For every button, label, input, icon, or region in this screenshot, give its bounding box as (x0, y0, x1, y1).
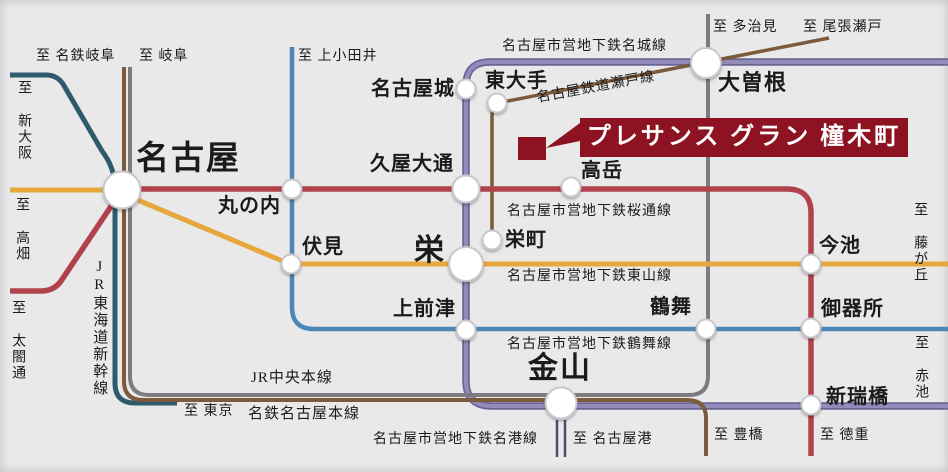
line-label-meitetsu-main: 名鉄名古屋本線 (248, 406, 361, 422)
dest-label-owari-seto: 至 尾張瀬戸 (803, 20, 883, 35)
station-label-higashiote: 東大手 (485, 70, 548, 92)
station-label-ozone: 大曽根 (718, 70, 788, 95)
line-tokaido-shinkansen (10, 72, 177, 406)
station-node-nagoya (102, 170, 142, 210)
line-label-meijo: 名古屋市営地下鉄名城線 (502, 39, 667, 54)
station-label-kamimaezu: 上前津 (393, 298, 456, 320)
dest-label-fujigaoka: 至 藤が丘 (912, 202, 928, 283)
station-nodes (102, 47, 822, 420)
dest-label-tokushige: 至 徳重 (820, 428, 870, 443)
property-marker-icon (518, 137, 546, 160)
station-node-sakae (448, 246, 484, 282)
dest-label-toyohashi: 至 豊橋 (714, 428, 764, 443)
dest-label-nagoyako: 至 名古屋港 (573, 432, 653, 447)
station-label-marunouchi: 丸の内 (218, 195, 281, 217)
station-node-higashiote (486, 92, 508, 114)
line-label-sakuradori: 名古屋市営地下鉄桜通線 (507, 204, 672, 219)
station-node-fushimi (280, 253, 302, 275)
station-node-sakaemachi (481, 229, 503, 251)
line-label-meiko: 名古屋市営地下鉄名港線 (373, 432, 538, 447)
station-node-imaike (800, 253, 822, 275)
station-node-kanayama (544, 386, 578, 420)
property-marker-pointer (546, 123, 580, 148)
dest-label-shin-osaka: 至 新大阪 (16, 80, 32, 161)
line-tsurumai (289, 47, 948, 332)
station-node-aratamabashi (800, 394, 822, 416)
line-jr-chuo-tokaido (128, 14, 710, 397)
dest-label-kamiotai: 至 上小田井 (298, 49, 378, 64)
property-name-banner: プレサンス グラン 橦木町 (580, 118, 908, 157)
station-label-nagoyajo: 名古屋城 (371, 78, 455, 100)
station-node-ozone (690, 47, 722, 79)
line-label-higashiyama: 名古屋市営地下鉄東山線 (507, 269, 672, 284)
station-label-aratamabashi: 新瑞橋 (826, 386, 889, 408)
station-label-imaike: 今池 (819, 235, 861, 257)
station-label-nagoya: 名古屋 (136, 141, 241, 177)
station-label-fushimi: 伏見 (302, 236, 344, 258)
station-node-tsurumai (695, 318, 717, 340)
dest-label-meitetsu-gifu: 至 名鉄岐阜 (36, 49, 116, 64)
dest-label-gifu: 至 岐阜 (139, 49, 189, 64)
station-label-gokiso: 御器所 (821, 298, 884, 320)
dest-label-taikodori: 至 太閤通 (10, 300, 26, 381)
line-label-tsurumai: 名古屋市営地下鉄鶴舞線 (507, 337, 672, 352)
dest-label-tokyo: 至 東京 (184, 404, 234, 419)
line-meijo-core (464, 60, 948, 408)
line-meitetsu-main (122, 67, 708, 456)
station-label-takaoka: 高岳 (581, 160, 623, 182)
dest-label-tajimi: 至 多治見 (713, 20, 778, 35)
station-node-gokiso (800, 317, 822, 339)
dest-label-akaike: 至 赤池 (913, 335, 929, 400)
station-label-tsurumai: 鶴舞 (650, 296, 692, 318)
dest-label-takabata: 至 高畑 (14, 197, 30, 262)
station-label-hisaya-odori: 久屋大通 (370, 153, 454, 175)
station-node-marunouchi (281, 178, 303, 200)
line-label-chuo: JR中央本線 (251, 370, 333, 386)
station-label-sakaemachi: 栄町 (505, 229, 547, 251)
station-label-kanayama: 金山 (528, 352, 592, 385)
station-node-nagoyajo (455, 78, 477, 100)
station-node-takaoka (560, 176, 582, 198)
station-node-hisaya-odori (451, 174, 481, 204)
line-label-shinkansen: JR東海道新幹線 (91, 259, 108, 397)
station-node-kamimaezu (455, 319, 477, 341)
station-label-sakae: 栄 (414, 234, 446, 267)
